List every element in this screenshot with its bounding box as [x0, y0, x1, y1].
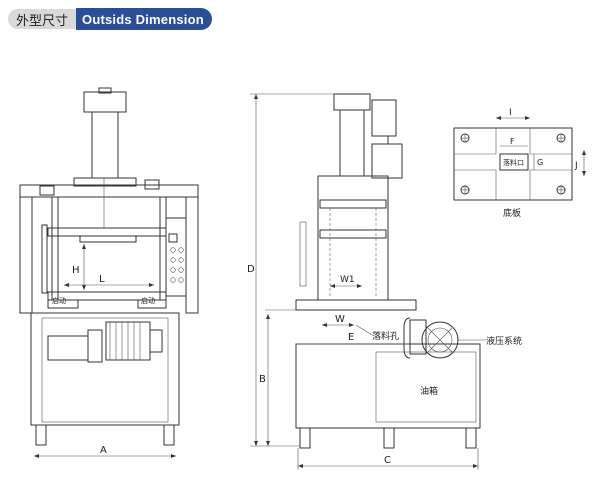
cylinder-cap — [83, 91, 127, 113]
header-title-en: Outsids Dimension — [76, 8, 212, 30]
bottom-plate: 落料口 I F G J 底板 — [453, 108, 586, 219]
label-hole: 落料孔 — [372, 330, 399, 342]
label-tank: 油箱 — [420, 385, 438, 397]
dim-w-label: W — [335, 314, 345, 325]
front-view: H L 启动 启动 A — [19, 87, 199, 458]
dim-w1-label: W1 — [340, 275, 355, 285]
plate-caption: 底板 — [503, 207, 521, 219]
dim-l-label: L — [99, 274, 105, 285]
start-button-left: 启动 — [52, 296, 66, 305]
frame-right — [185, 196, 199, 314]
dim-f-label: F — [510, 137, 515, 146]
dim-i-label: I — [509, 108, 512, 118]
feed-port — [499, 153, 529, 171]
upper-crown — [19, 184, 199, 198]
section-header: 外型尺寸 Outsids Dimension — [8, 8, 212, 30]
start-button-right: 启动 — [141, 296, 155, 305]
side-cabinet — [295, 343, 481, 429]
dim-e-label: E — [348, 332, 354, 343]
label-port: 落料口 — [503, 158, 524, 167]
valve-block — [47, 335, 89, 361]
side-view: W1 W 落料孔 油箱 液压系统 E D — [247, 93, 522, 470]
side-cylinder-cap — [333, 93, 371, 111]
label-hydraulic: 液压系统 — [486, 335, 522, 347]
dim-b-label: B — [259, 374, 266, 385]
dim-h-label: H — [72, 265, 80, 276]
control-panel — [165, 217, 187, 297]
dim-a-label: A — [100, 445, 107, 456]
dim-j-label: J — [574, 161, 578, 171]
plate-outline — [453, 127, 573, 201]
lower-cabinet — [30, 312, 180, 426]
dim-g-label: G — [537, 158, 543, 167]
dim-d-label: D — [247, 264, 255, 275]
side-valve — [371, 99, 397, 137]
dim-c-label: C — [384, 455, 391, 466]
header-title-cn: 外型尺寸 — [8, 9, 77, 29]
frame-left — [19, 196, 33, 314]
cylinder-body — [91, 111, 119, 179]
moving-plate — [47, 227, 167, 237]
